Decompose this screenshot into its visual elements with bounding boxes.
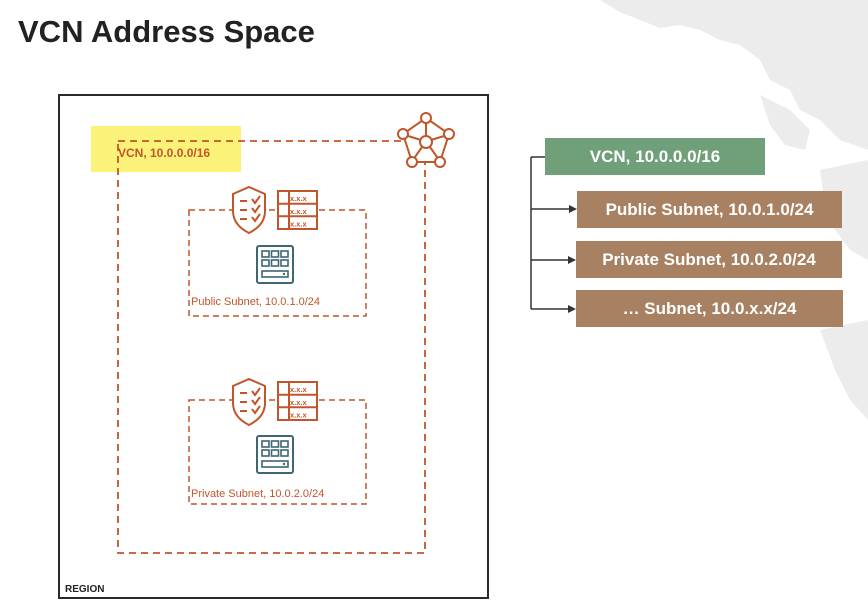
route-table-text: x.x.x — [290, 385, 308, 394]
route-table-text: x.x.x — [290, 194, 308, 203]
route-table-text: x.x.x — [290, 207, 308, 216]
private-route-table-icon: x.x.x x.x.x x.x.x — [277, 381, 318, 421]
public-subnet-label: Public Subnet, 10.0.1.0/24 — [191, 296, 321, 308]
tree-subnet-node: Public Subnet, 10.0.1.0/24 — [577, 191, 842, 228]
tree-subnet-node: Private Subnet, 10.0.2.0/24 — [576, 241, 842, 278]
tree-vcn-node: VCN, 10.0.0.0/16 — [545, 138, 765, 175]
vcn-label: VCN, 10.0.0.0/16 — [118, 146, 211, 160]
private-security-list-icon — [232, 377, 266, 427]
public-subnet-boundary — [188, 209, 367, 317]
route-table-text: x.x.x — [290, 398, 308, 407]
private-compute-instance-icon — [256, 435, 294, 474]
tree-subnet-node: … Subnet, 10.0.x.x/24 — [576, 290, 843, 327]
vcn-network-icon — [397, 112, 455, 168]
route-table-text: x.x.x — [290, 411, 308, 420]
region-label: REGION — [65, 584, 105, 595]
route-table-text: x.x.x — [290, 220, 308, 229]
vcn-label-highlight — [91, 126, 241, 172]
tree-arrowheads — [568, 205, 577, 313]
public-security-list-icon — [232, 185, 266, 235]
public-compute-instance-icon — [256, 245, 294, 284]
tree-connectors — [530, 156, 570, 310]
private-subnet-label: Private Subnet, 10.0.2.0/24 — [191, 488, 325, 500]
private-subnet-boundary — [188, 399, 367, 505]
page-title: VCN Address Space — [18, 14, 315, 49]
region-box — [58, 94, 489, 599]
public-route-table-icon: x.x.x x.x.x x.x.x — [277, 190, 318, 230]
